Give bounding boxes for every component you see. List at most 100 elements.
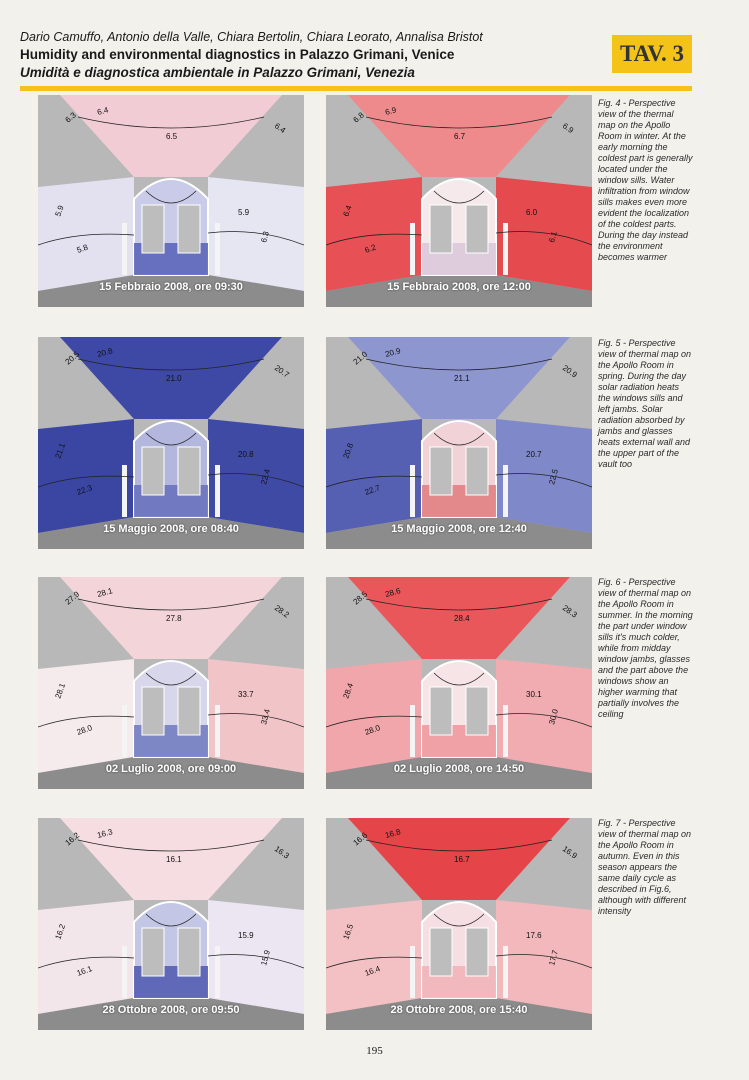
floor-surface bbox=[38, 275, 304, 307]
figure-caption: Fig. 7 - Perspective view of thermal map… bbox=[598, 818, 692, 916]
isotherm-line bbox=[38, 475, 135, 488]
panel-date-label: 28 Ottobre 2008, ore 09:50 bbox=[102, 1004, 240, 1016]
authors: Dario Camuffo, Antonio della Valle, Chia… bbox=[20, 30, 483, 44]
window-left bbox=[141, 686, 165, 736]
isotherm-value-label: 30.0 bbox=[547, 708, 560, 726]
isotherm-line bbox=[207, 954, 304, 969]
isotherm-value-label: 20.8 bbox=[238, 450, 254, 459]
panel-date-label: 02 Luglio 2008, ore 14:50 bbox=[393, 763, 525, 775]
panel-date-label: 28 Ottobre 2008, ore 15:40 bbox=[390, 1004, 528, 1016]
isotherm-value-label: 30.1 bbox=[526, 690, 542, 699]
floor-surface bbox=[38, 517, 304, 549]
isotherm-line bbox=[145, 913, 197, 927]
window-right bbox=[177, 686, 201, 736]
right-wall-surface bbox=[496, 900, 592, 1014]
isotherm-line bbox=[38, 233, 135, 246]
isotherm-value-label: 20.8 bbox=[96, 346, 114, 359]
door-jamb-right bbox=[503, 946, 508, 998]
isotherm-value-label: 5.9 bbox=[53, 204, 65, 218]
isotherm-line bbox=[326, 233, 423, 246]
right-wall-surface bbox=[496, 419, 592, 533]
isotherm-value-label: 33.4 bbox=[259, 708, 272, 726]
ceiling-surface bbox=[348, 337, 570, 419]
isotherm-value-label: 6.4 bbox=[341, 204, 353, 218]
isotherm-value-label: 27.8 bbox=[166, 614, 182, 623]
isotherm-line bbox=[207, 713, 304, 728]
window-right bbox=[465, 927, 489, 977]
window-right bbox=[177, 446, 201, 496]
door-jamb-right bbox=[503, 465, 508, 517]
left-wall-surface bbox=[38, 419, 134, 533]
isotherm-value-label: 16.8 bbox=[384, 827, 402, 840]
isotherm-line bbox=[207, 473, 304, 488]
isotherm-line bbox=[365, 598, 553, 611]
door-jamb-right bbox=[503, 705, 508, 757]
isotherm-line bbox=[77, 598, 265, 611]
door-jamb-left bbox=[410, 946, 415, 998]
isotherm-value-label: 6.2 bbox=[364, 242, 378, 254]
isotherm-value-label: 22.5 bbox=[547, 468, 560, 486]
window-left bbox=[429, 446, 453, 496]
isotherm-line bbox=[38, 956, 135, 969]
isotherm-value-label: 6.0 bbox=[526, 208, 538, 217]
door-jamb-right bbox=[215, 223, 220, 275]
left-wall-surface bbox=[326, 177, 422, 291]
isotherm-value-label: 6.7 bbox=[454, 132, 466, 141]
window-right bbox=[465, 446, 489, 496]
floor-surface bbox=[326, 275, 592, 307]
window-left bbox=[429, 927, 453, 977]
floor-surface bbox=[326, 998, 592, 1030]
isotherm-line bbox=[495, 473, 592, 488]
figure-caption: Fig. 6 - Perspective view of thermal map… bbox=[598, 577, 693, 719]
ceiling-surface bbox=[348, 818, 570, 900]
ceiling-surface bbox=[60, 95, 282, 177]
isotherm-value-label: 21.1 bbox=[454, 374, 470, 383]
door-jamb-right bbox=[215, 465, 220, 517]
window-left bbox=[429, 204, 453, 254]
isotherm-line bbox=[495, 954, 592, 969]
right-wall-surface bbox=[208, 177, 304, 291]
isotherm-line bbox=[365, 358, 553, 371]
title-italian: Umidità e diagnostica ambientale in Pala… bbox=[20, 65, 415, 80]
panel-date-label: 15 Febbraio 2008, ore 09:30 bbox=[99, 281, 243, 293]
left-wall-surface bbox=[38, 659, 134, 773]
isotherm-line bbox=[207, 231, 304, 246]
right-wall-surface bbox=[496, 659, 592, 773]
door-jamb-left bbox=[122, 465, 127, 517]
door-jamb-left bbox=[122, 946, 127, 998]
isotherm-value-label: 16.3 bbox=[96, 827, 114, 840]
isotherm-value-label: 28.4 bbox=[454, 614, 470, 623]
isotherm-line bbox=[145, 432, 197, 446]
isotherm-value-label: 6.1 bbox=[547, 230, 559, 244]
thermal-map-drawing: 6.46.36.56.45.95.86.35.9 bbox=[38, 95, 304, 307]
window-left bbox=[141, 204, 165, 254]
header-rule bbox=[20, 86, 692, 91]
isotherm-value-label: 17.6 bbox=[526, 931, 542, 940]
isotherm-value-label: 6.9 bbox=[384, 105, 398, 117]
isotherm-line bbox=[145, 190, 197, 204]
thermal-map-drawing: 6.96.86.76.96.46.26.16.0 bbox=[326, 95, 592, 307]
right-wall-surface bbox=[496, 177, 592, 291]
isotherm-line bbox=[495, 713, 592, 728]
window-right bbox=[465, 686, 489, 736]
isotherm-line bbox=[77, 839, 265, 852]
isotherm-value-label: 15.9 bbox=[238, 931, 254, 940]
door-jamb-left bbox=[410, 705, 415, 757]
isotherm-value-label: 5.8 bbox=[76, 242, 90, 254]
isotherm-line bbox=[433, 672, 485, 686]
door-jamb-left bbox=[122, 223, 127, 275]
isotherm-value-label: 6.4 bbox=[96, 105, 110, 117]
isotherm-value-label: 21.0 bbox=[166, 374, 182, 383]
left-wall-surface bbox=[326, 419, 422, 533]
door-jamb-right bbox=[215, 705, 220, 757]
